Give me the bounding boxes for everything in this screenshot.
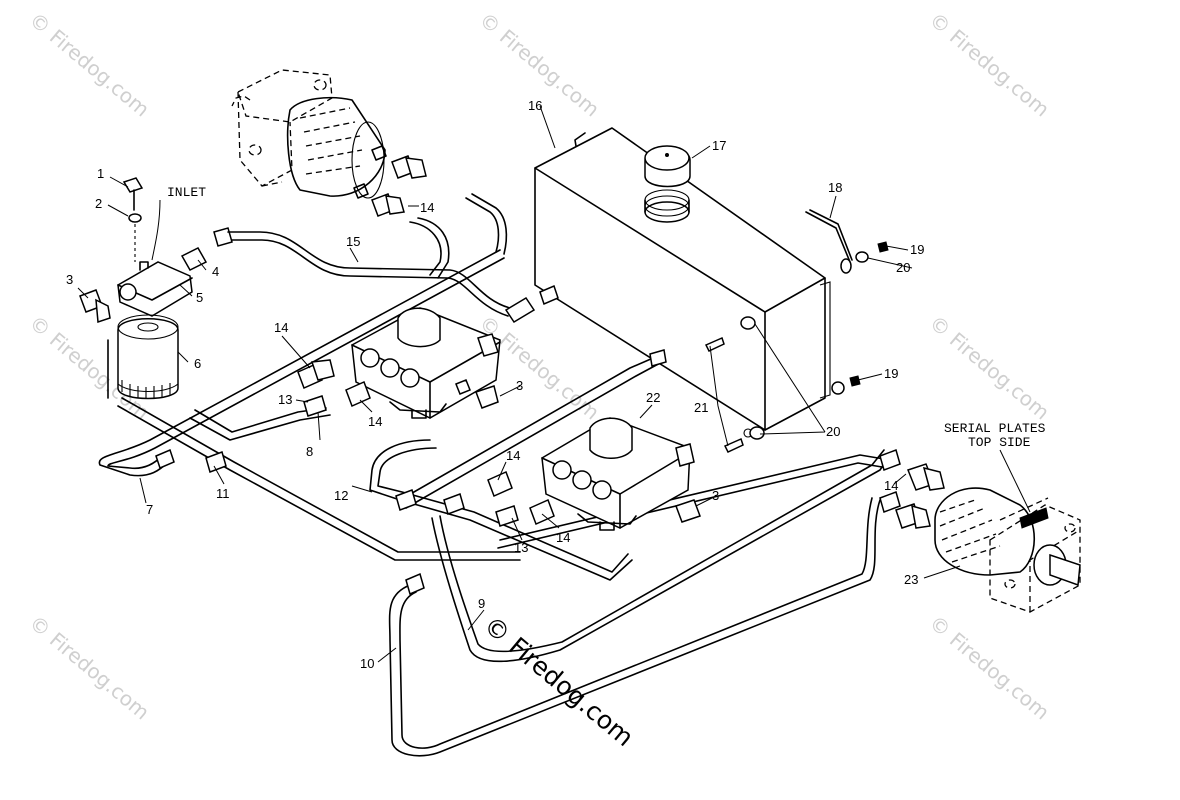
callout-20-lower: 20: [826, 424, 840, 439]
lower-control-valve: [541, 417, 695, 531]
callout-12: 12: [334, 488, 348, 503]
leader-lines: [77, 105, 1031, 663]
callout-19-lower: 19: [884, 366, 898, 381]
inlet-label: INLET: [167, 185, 206, 200]
callout-6: 6: [194, 356, 201, 371]
callout-21: 21: [694, 400, 708, 415]
upper-control-valve: [351, 307, 501, 419]
callout-13-upper: 13: [278, 392, 292, 407]
callout-17: 17: [712, 138, 726, 153]
watermark-top-left: © Firedog.com: [25, 7, 154, 121]
dipstick: [805, 209, 853, 274]
callout-19-upper: 19: [910, 242, 924, 257]
callout-14-valve-lower-right: 14: [556, 530, 570, 545]
filler-cap: [644, 145, 691, 223]
watermark-mid-right: © Firedog.com: [925, 310, 1054, 424]
callout-14-motor-bottom: 14: [884, 478, 898, 493]
callout-5: 5: [196, 290, 203, 305]
callout-numbers: 1 2 3 4 5 6 7 11 8 12 13 13 14 14 14 14 …: [66, 98, 924, 671]
callout-14-valve-upper-left: 14: [274, 320, 288, 335]
serial-plates-label-line1: SERIAL PLATES: [944, 421, 1046, 436]
callout-13-lower: 13: [514, 540, 528, 555]
filter-assembly: [117, 261, 193, 400]
upper-motor-fittings: [371, 155, 427, 217]
callout-22: 22: [646, 390, 660, 405]
filter-bolt: [122, 177, 144, 262]
upper-drive-motor: [231, 69, 387, 199]
callout-3-lower-valve: 3: [712, 488, 719, 503]
watermarks: © Firedog.com © Firedog.com © Firedog.co…: [25, 7, 1054, 724]
watermark-bottom-left: © Firedog.com: [25, 610, 154, 724]
hose-lines: [98, 193, 891, 757]
callout-3-left: 3: [66, 272, 73, 287]
callout-11: 11: [216, 486, 230, 501]
callout-10: 10: [360, 656, 374, 671]
reservoir-tank: [534, 127, 831, 438]
callout-2: 2: [95, 196, 102, 211]
callout-23: 23: [904, 572, 918, 587]
callout-4: 4: [212, 264, 219, 279]
valve-fittings: [155, 284, 901, 596]
filter-fittings: [79, 227, 233, 324]
callout-14-valve-upper-right: 14: [368, 414, 382, 429]
callout-1: 1: [97, 166, 104, 181]
callout-16: 16: [528, 98, 542, 113]
tank-hardware: [704, 241, 889, 453]
callout-15: 15: [346, 234, 360, 249]
callout-14-motor-top: 14: [420, 200, 434, 215]
callout-20-upper: 20: [896, 260, 910, 275]
callout-3-upper-valve: 3: [516, 378, 523, 393]
callout-9: 9: [478, 596, 485, 611]
callout-8: 8: [306, 444, 313, 459]
text-labels: INLET SERIAL PLATES TOP SIDE: [167, 185, 1046, 450]
watermark-top-right: © Firedog.com: [925, 7, 1054, 121]
watermark-bottom-right: © Firedog.com: [925, 610, 1054, 724]
lower-drive-motor: [895, 463, 1081, 613]
callout-7: 7: [146, 502, 153, 517]
serial-plates-label-line2: TOP SIDE: [968, 435, 1031, 450]
callout-14-valve-lower-left: 14: [506, 448, 520, 463]
callout-18: 18: [828, 180, 842, 195]
